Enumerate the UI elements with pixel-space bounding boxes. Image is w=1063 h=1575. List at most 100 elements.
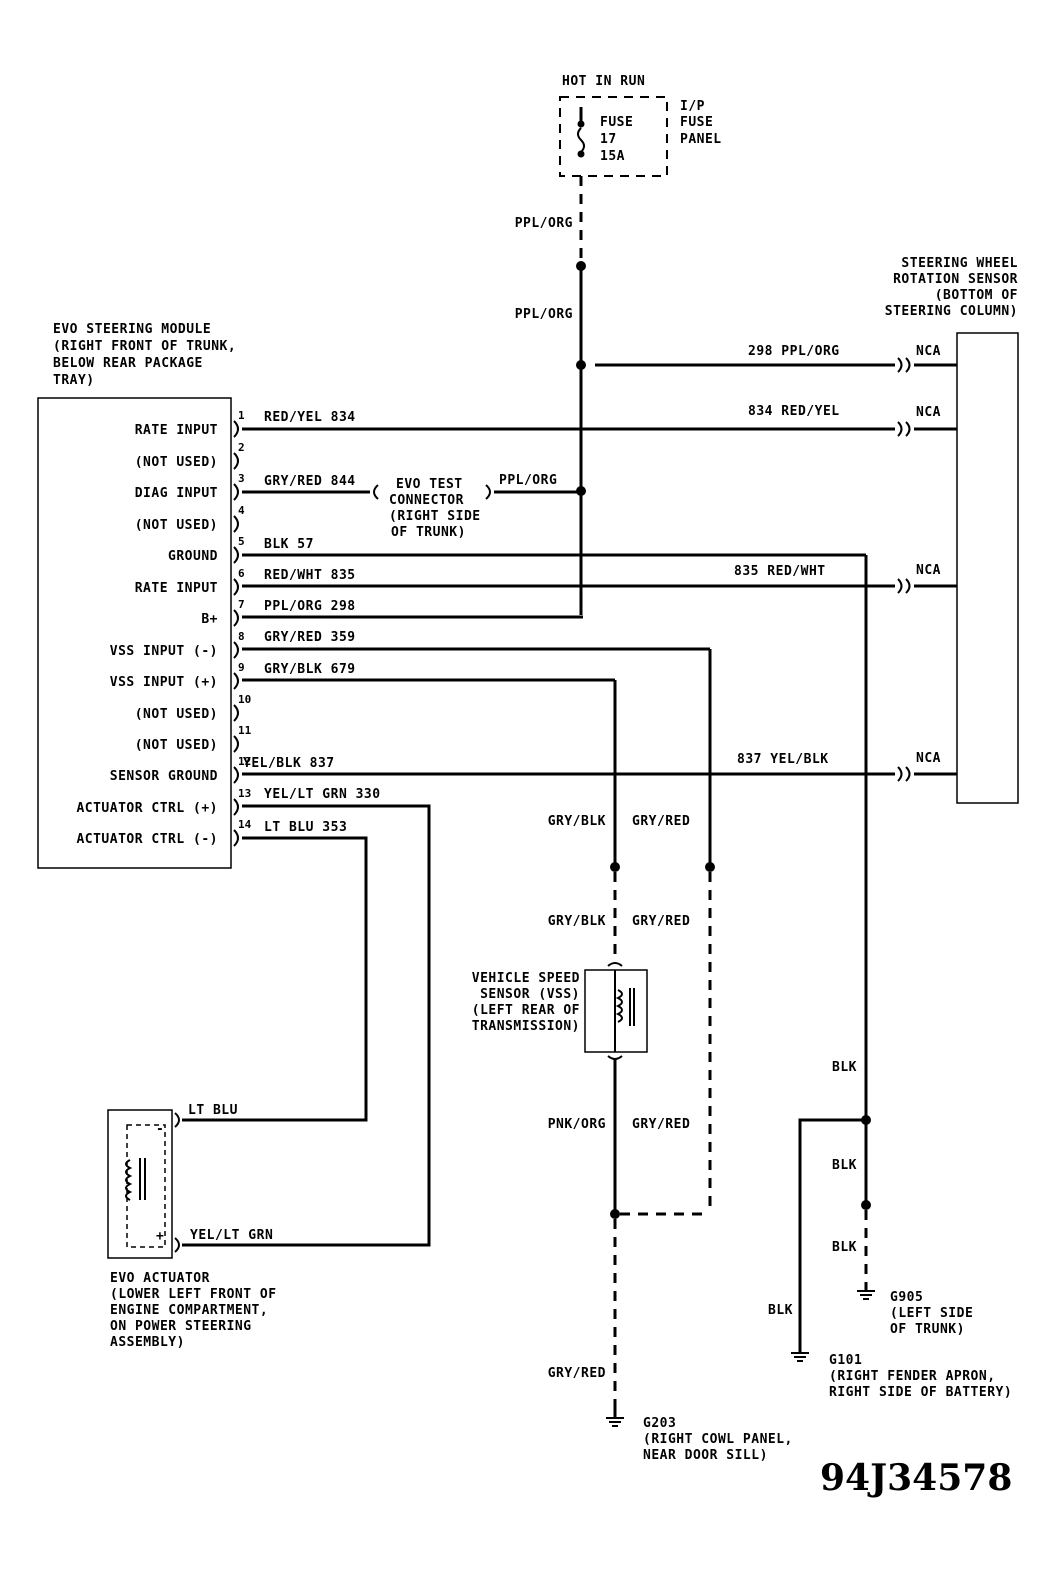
nca-label-1: NCA [916,344,941,359]
pin-2-number: 2 [238,441,245,454]
actuator-title-4: ON POWER STEERING [110,1319,252,1334]
pin-1-label: RATE INPUT [135,423,218,438]
wire-pin-14-label: LT BLU 353 [264,820,347,835]
test-connector-title-2: CONNECTOR [389,493,464,508]
actuator-title-1: EVO ACTUATOR [110,1271,210,1286]
pin-8-number: 8 [238,630,245,643]
pin-8-label: VSS INPUT (-) [110,644,218,659]
fuse-terminal-top [577,120,585,128]
test-connector-right [485,484,491,500]
pin-13-label: ACTUATOR CTRL (+) [76,801,218,816]
vss-title-4: TRANSMISSION) [472,1019,580,1034]
g203-ground-icon [606,1408,624,1427]
sensor-connector-2 [897,421,911,437]
g101-id: G101 [829,1353,862,1368]
pin-10-number: 10 [238,693,251,706]
pin-12-label: SENSOR GROUND [110,769,218,784]
wire-pin-6-label: RED/WHT 835 [264,568,356,583]
module-title-3: BELOW REAR PACKAGE [53,356,203,371]
pin-13-number: 13 [238,787,251,800]
pin-14-label: ACTUATOR CTRL (-) [76,832,218,847]
splice-ppl-org-2 [576,360,586,370]
wire-pin-8-label: GRY/RED 359 [264,630,356,645]
pin-6-connector [233,578,239,596]
g905-id: G905 [890,1290,923,1305]
wire-pin-13 [182,804,431,1247]
fuse-panel-label-3: PANEL [680,132,722,147]
pin-13-connector [233,798,239,816]
steering-wheel-rotation-sensor: STEERING WHEEL ROTATION SENSOR (BOTTOM O… [885,256,1019,804]
wire-pin-3-label: GRY/RED 844 [264,474,356,489]
hot-in-run-label: HOT IN RUN [562,74,645,89]
pin-3-connector [233,483,239,501]
pin-3-number: 3 [238,472,245,485]
wire-pin-14 [182,836,368,1122]
gry-red-label-1: GRY/RED [632,814,690,829]
wire-pin-1-label: RED/YEL 834 [264,410,356,425]
test-connector-left [373,484,379,500]
pin-5-label: GROUND [168,549,218,564]
sensor-connector-3 [897,578,911,594]
nca-label-3: NCA [916,563,941,578]
pin-9-number: 9 [238,661,245,674]
module-title-2: (RIGHT FRONT OF TRUNK, [53,339,236,354]
nca-label-2: NCA [916,405,941,420]
pin-7-label: B+ [201,612,218,627]
wire-pin-9-label: GRY/BLK 679 [264,662,356,677]
gry-red-label-2: GRY/RED [632,914,690,929]
fuse-panel-label-1: I/P [680,99,705,114]
fuse-terminal-bottom [577,150,585,158]
splice-gry-blk [610,862,620,872]
pin-12-number: 12 [238,755,251,768]
module-title-1: EVO STEERING MODULE [53,322,211,337]
actuator-connector-1 [174,1112,180,1128]
g101-location-2: RIGHT SIDE OF BATTERY) [829,1385,1012,1400]
figure-code: 94J34578 [820,1457,1012,1499]
pin-6-number: 6 [238,567,245,580]
g905-ground-icon [857,1283,875,1300]
splice-gry-red [705,862,715,872]
pin-5-connector [233,546,239,564]
pin-11-connector [233,735,239,753]
pin-10-connector [233,704,239,722]
vss-title-2: SENSOR (VSS) [480,987,580,1002]
module-title-4: TRAY) [53,373,95,388]
splice-vss-ground [610,1209,620,1219]
actuator-minus: - [156,1122,164,1137]
pin-4-label: (NOT USED) [135,518,218,533]
test-connector-title-4: OF TRUNK) [391,525,466,540]
blk-to-g101-wire [798,1118,866,1345]
sensor-connector-1 [897,357,911,373]
actuator-plus: + [156,1229,164,1244]
gry-red-label-4: GRY/RED [548,1366,606,1381]
ppl-org-label-2: PPL/ORG [515,307,573,322]
pin-11-number: 11 [238,724,252,737]
g905-location-1: (LEFT SIDE [890,1306,973,1321]
pin-9-label: VSS INPUT (+) [110,675,218,690]
actuator-connector-2 [174,1237,180,1253]
wire-pin-12-label: YEL/BLK 837 [243,756,335,771]
pin-4-connector [233,515,239,533]
blk-label-3: BLK [832,1240,857,1255]
module-pins: RATE INPUT (NOT USED) DIAG INPUT (NOT US… [76,409,251,847]
pin-1-connector [233,420,239,438]
sensor-connector-4 [897,766,911,782]
g203-location-1: (RIGHT COWL PANEL, [643,1432,793,1447]
fuse-name: FUSE [600,115,633,130]
pin-10-label: (NOT USED) [135,707,218,722]
actuator-title-5: ASSEMBLY) [110,1335,185,1350]
lt-blu-label: LT BLU [188,1103,238,1118]
wire-298-label: 298 PPL/ORG [748,344,840,359]
sensor-title-2: ROTATION SENSOR [893,272,1018,287]
test-connector-title-3: (RIGHT SIDE [389,509,481,524]
pin-5-number: 5 [238,535,245,548]
blk-label-1: BLK [832,1060,857,1075]
evo-steering-module: EVO STEERING MODULE (RIGHT FRONT OF TRUN… [37,322,236,869]
blk-label-2: BLK [832,1158,857,1173]
fuse-rating: 15A [600,149,625,164]
nca-label-4: NCA [916,751,941,766]
pin-3-label: DIAG INPUT [135,486,218,501]
wire-835-label: 835 RED/WHT [734,564,826,579]
sensor-title-1: STEERING WHEEL [901,256,1018,271]
gry-blk-label-2: GRY/BLK [548,914,606,929]
